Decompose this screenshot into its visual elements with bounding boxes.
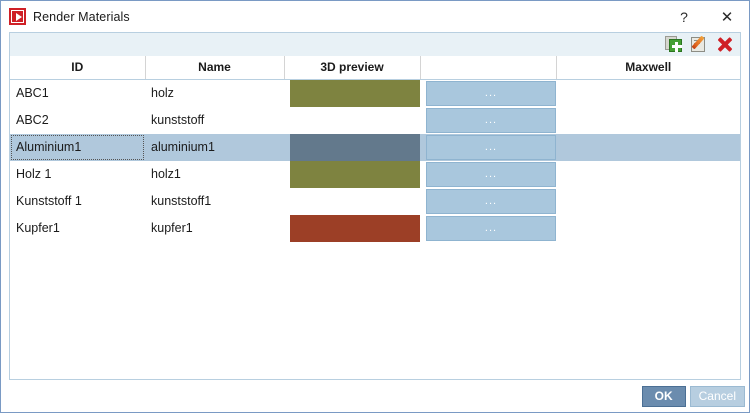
column-header-preview[interactable]: 3D preview — [284, 56, 421, 80]
column-header-maxwell[interactable]: Maxwell — [556, 56, 740, 80]
material-color-swatch — [290, 214, 420, 242]
cell-maxwell[interactable] — [556, 133, 740, 161]
cell-name[interactable]: holz — [145, 79, 284, 107]
window-controls: ? ✕ — [663, 1, 749, 32]
cell-name[interactable]: kunststoff — [145, 106, 284, 134]
ok-button[interactable]: OK — [641, 385, 686, 407]
toolbar-icon-group — [665, 35, 732, 53]
window-title: Render Materials — [33, 9, 130, 24]
material-color-swatch — [290, 160, 420, 188]
browse-button[interactable]: ... — [426, 188, 556, 214]
cell-id[interactable]: ABC2 — [10, 106, 145, 134]
cell-browse[interactable]: ... — [420, 106, 556, 134]
cell-browse[interactable]: ... — [420, 187, 556, 215]
cell-maxwell[interactable] — [556, 79, 740, 107]
cell-browse[interactable]: ... — [420, 160, 556, 188]
materials-toolbar — [9, 32, 741, 56]
column-header-blank[interactable] — [420, 56, 557, 80]
cell-id[interactable]: Aluminium1 — [10, 133, 145, 161]
browse-button[interactable]: ... — [426, 161, 556, 187]
cell-maxwell[interactable] — [556, 106, 740, 134]
material-color-swatch — [290, 79, 420, 107]
cell-3d-preview[interactable] — [284, 106, 420, 134]
column-header-id[interactable]: ID — [10, 56, 146, 80]
cell-3d-preview[interactable] — [284, 133, 420, 161]
cell-browse[interactable]: ... — [420, 79, 556, 107]
cell-3d-preview[interactable] — [284, 187, 420, 215]
material-color-swatch — [290, 133, 420, 161]
cell-name[interactable]: kupfer1 — [145, 214, 284, 242]
browse-button[interactable]: ... — [426, 215, 556, 241]
cell-browse[interactable]: ... — [420, 214, 556, 242]
cell-name[interactable]: kunststoff1 — [145, 187, 284, 215]
help-button[interactable]: ? — [663, 1, 705, 32]
cell-id[interactable]: ABC1 — [10, 79, 145, 107]
edit-material-icon[interactable] — [691, 35, 708, 53]
cell-id[interactable]: Kupfer1 — [10, 214, 145, 242]
cell-3d-preview[interactable] — [284, 79, 420, 107]
column-header-name[interactable]: Name — [145, 56, 285, 80]
render-materials-icon — [9, 8, 26, 25]
grid-header-row: ID Name 3D preview Maxwell — [10, 56, 740, 80]
add-material-icon[interactable] — [665, 36, 682, 53]
cell-3d-preview[interactable] — [284, 160, 420, 188]
title-bar: Render Materials ? ✕ — [1, 1, 749, 32]
cell-browse[interactable]: ... — [420, 133, 556, 161]
material-color-swatch-empty — [290, 188, 420, 215]
close-button[interactable]: ✕ — [705, 1, 749, 32]
browse-button[interactable]: ... — [426, 80, 556, 106]
cell-maxwell[interactable] — [556, 187, 740, 215]
material-color-swatch-empty — [290, 107, 420, 134]
cell-maxwell[interactable] — [556, 160, 740, 188]
delete-material-icon[interactable] — [717, 37, 732, 52]
browse-button[interactable]: ... — [426, 107, 556, 133]
cell-3d-preview[interactable] — [284, 214, 420, 242]
browse-button[interactable]: ... — [426, 134, 556, 160]
cancel-button[interactable]: Cancel — [689, 385, 745, 407]
cell-maxwell[interactable] — [556, 214, 740, 242]
cell-name[interactable]: holz1 — [145, 160, 284, 188]
cell-id[interactable]: Kunststoff 1 — [10, 187, 145, 215]
dialog-footer: OK Cancel — [1, 380, 749, 412]
cell-name[interactable]: aluminium1 — [145, 133, 284, 161]
cell-id[interactable]: Holz 1 — [10, 160, 145, 188]
